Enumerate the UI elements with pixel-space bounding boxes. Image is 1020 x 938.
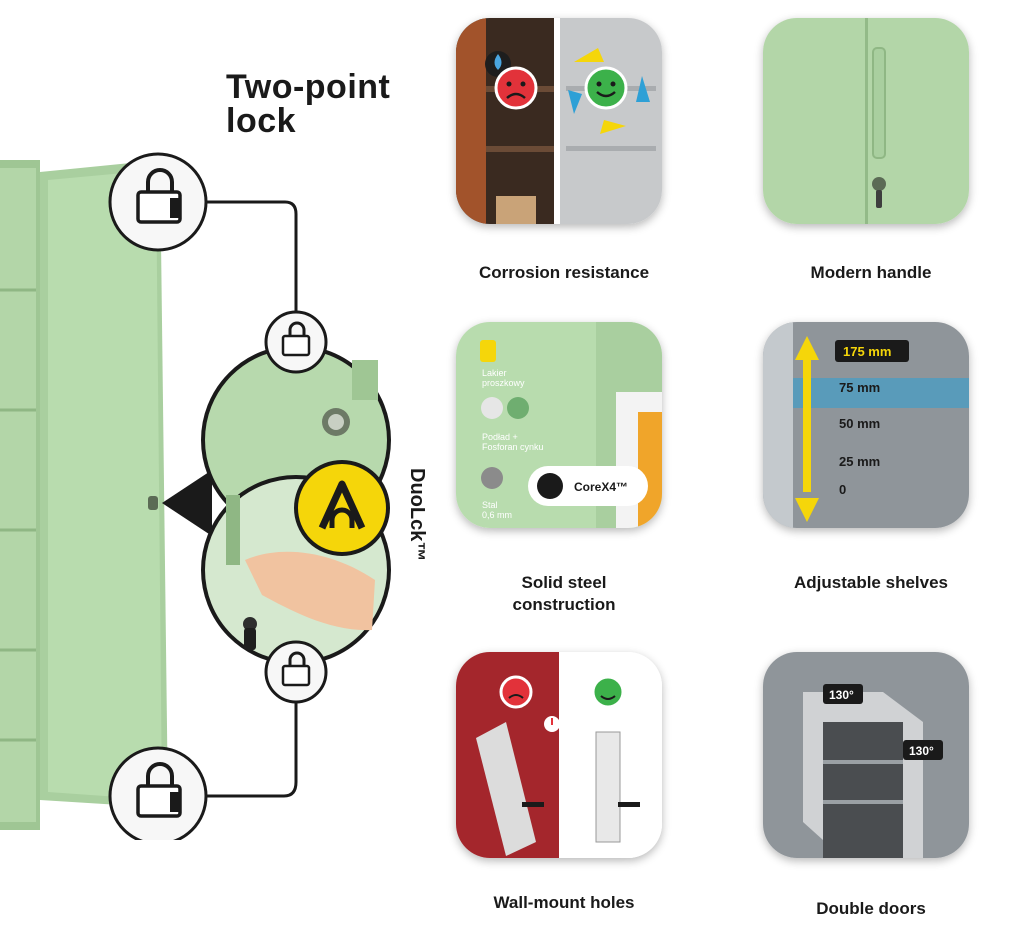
padlock-icon	[264, 640, 328, 704]
caption-corrosion-resistance: Corrosion resistance	[478, 263, 650, 282]
svg-text:Lakier: Lakier	[482, 368, 507, 378]
svg-text:50 mm: 50 mm	[839, 416, 880, 431]
headline: Two-point lock	[226, 70, 390, 138]
tile-adjustable-shelves: 175 mm 75 mm 50 mm 25 mm 0	[763, 322, 969, 528]
tile-corrosion-resistance	[456, 18, 662, 224]
caption-double-doors: Double doors	[816, 899, 926, 918]
svg-text:Fosforan cynku: Fosforan cynku	[482, 442, 544, 452]
headline-line-1: Two-point	[226, 68, 391, 106]
happy-face-icon	[584, 66, 628, 110]
sad-face-icon	[494, 66, 538, 110]
svg-text:0: 0	[839, 482, 846, 497]
svg-text:75 mm: 75 mm	[839, 380, 880, 395]
tile-double-doors: 130° 130°	[763, 652, 969, 858]
duolck-logo-icon	[294, 460, 390, 556]
svg-text:0,6 mm: 0,6 mm	[482, 510, 512, 520]
door-lock-knob	[148, 496, 158, 510]
svg-text:proszkowy: proszkowy	[482, 378, 525, 388]
happy-face-icon	[591, 675, 625, 709]
svg-text:Podład +: Podład +	[482, 432, 518, 442]
caption-wall-mount-holes: Wall-mount holes	[493, 893, 635, 912]
tile-wall-mount-holes	[456, 652, 662, 858]
tile-solid-steel-construction: Lakier proszkowy Podład + Fosforan cynku…	[456, 322, 662, 528]
svg-text:CoreX4™: CoreX4™	[574, 480, 628, 494]
sad-face-icon	[499, 675, 533, 709]
caption-solid-steel-construction: Solid steel construction	[512, 573, 616, 614]
svg-text:175 mm: 175 mm	[843, 344, 891, 359]
padlock-icon	[108, 152, 208, 252]
cabinet-illustration	[0, 160, 168, 830]
svg-text:25 mm: 25 mm	[839, 454, 880, 469]
padlock-icon	[264, 310, 328, 374]
caption-modern-handle: Modern handle	[810, 263, 932, 282]
key-icon	[243, 617, 257, 650]
duolck-wordmark: DuoLck™	[406, 468, 428, 562]
headline-line-2: lock	[226, 102, 297, 140]
svg-text:130°: 130°	[909, 744, 934, 758]
cabinet-lock-diagram	[0, 152, 391, 840]
caption-adjustable-shelves: Adjustable shelves	[793, 573, 948, 592]
svg-text:Stal: Stal	[482, 500, 498, 510]
tile-modern-handle	[763, 18, 969, 224]
svg-text:130°: 130°	[829, 688, 854, 702]
warning-icon	[544, 716, 560, 732]
padlock-icon	[108, 746, 208, 840]
recycle-arrows-icon	[568, 48, 650, 134]
